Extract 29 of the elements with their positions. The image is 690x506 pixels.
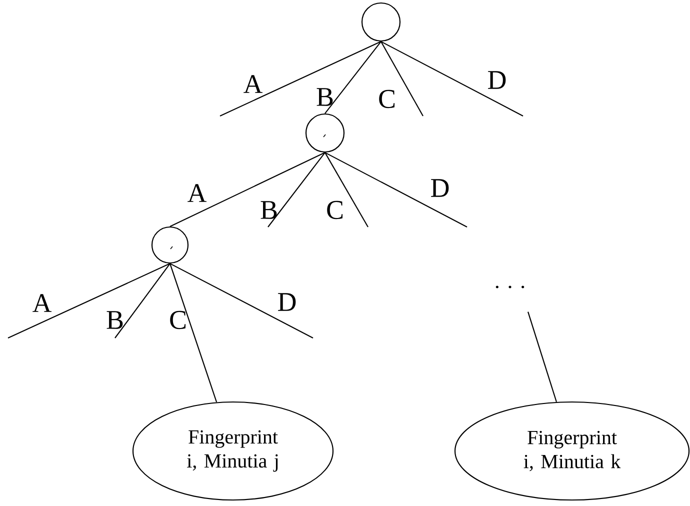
- branch-line: [8, 263, 170, 338]
- branch-line: [114, 263, 170, 338]
- tree-node-circle: [361, 2, 401, 42]
- edge-label: C: [170, 310, 186, 330]
- edge-label: C: [327, 200, 343, 220]
- edge-label: A: [244, 75, 263, 93]
- branch-line: [170, 263, 314, 338]
- edge-label: B: [316, 88, 333, 106]
- branch-line: [380, 41, 424, 116]
- branch-line: [324, 152, 468, 228]
- edge-label: D: [488, 71, 506, 89]
- edge-label: A: [188, 184, 207, 202]
- edge-label: D: [431, 179, 449, 197]
- branch-line: [170, 152, 326, 227]
- branch-line: [169, 263, 218, 402]
- edge-label: B: [106, 311, 123, 329]
- ellipsis-text: . . .: [496, 286, 524, 288]
- branch-line: [527, 312, 557, 402]
- edge-label: C: [379, 90, 395, 108]
- branch-line: [324, 41, 382, 114]
- tree-node-circle: [151, 226, 189, 264]
- branch-line: [380, 41, 524, 116]
- branch-line: [220, 41, 382, 116]
- edge-label: D: [278, 293, 296, 311]
- branch-line: [268, 152, 326, 228]
- branch-line: [324, 152, 368, 228]
- edge-label: B: [260, 201, 277, 219]
- edge-label: A: [32, 294, 52, 312]
- tree-node-circle: [305, 113, 345, 153]
